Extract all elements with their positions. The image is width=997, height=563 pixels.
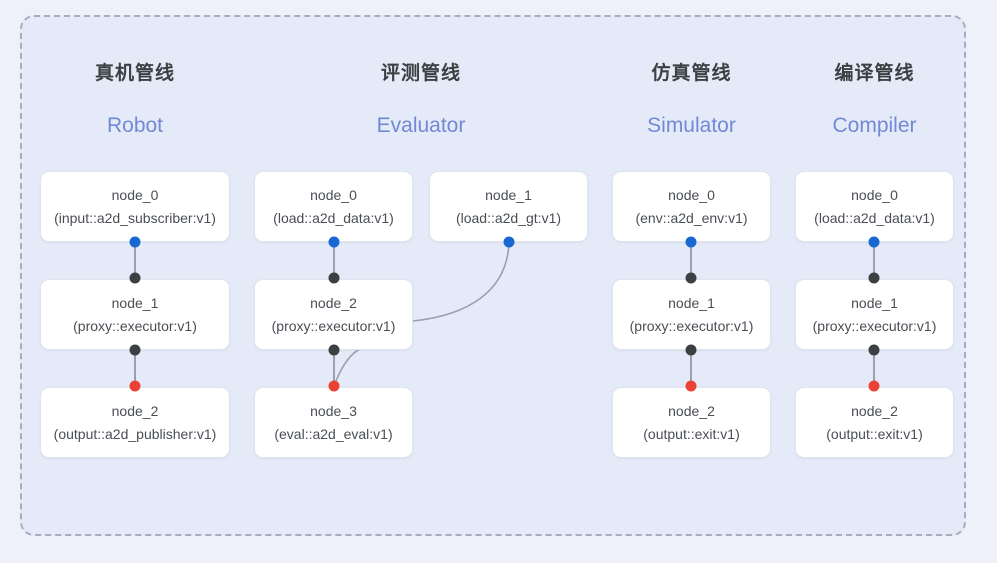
node-box-eval-node-3[interactable]: node_3 (eval::a2d_eval:v1) <box>254 387 413 458</box>
node-box-eval-node-1[interactable]: node_1 (load::a2d_gt:v1) <box>429 171 588 242</box>
node-name: node_2 <box>851 403 898 419</box>
node-name: node_0 <box>310 187 357 203</box>
port-output-eval-node-1[interactable] <box>503 236 515 248</box>
port-output-sim-node-0[interactable] <box>685 236 697 248</box>
node-name: node_0 <box>111 187 159 203</box>
port-output-robot-node-0[interactable] <box>129 236 141 248</box>
node-kind: (output::a2d_publisher:v1) <box>53 426 217 442</box>
node-name: node_2 <box>668 403 715 419</box>
node-name: node_1 <box>668 295 715 311</box>
port-output-eval-node-0[interactable] <box>328 236 340 248</box>
edge-comp-1-to-2 <box>873 350 875 386</box>
node-name: node_2 <box>310 295 357 311</box>
node-name: node_2 <box>111 403 159 419</box>
node-kind: (load::a2d_data:v1) <box>814 210 935 226</box>
node-name: node_1 <box>851 295 898 311</box>
port-input-sim-node-2[interactable] <box>685 380 697 392</box>
node-kind: (output::exit:v1) <box>826 426 923 442</box>
node-kind: (input::a2d_subscriber:v1) <box>54 210 216 226</box>
port-input-sim-node-1[interactable] <box>685 272 697 284</box>
node-kind: (proxy::executor:v1) <box>73 318 197 334</box>
node-box-eval-node-2[interactable]: node_2 (proxy::executor:v1) <box>254 279 413 350</box>
node-kind: (load::a2d_gt:v1) <box>455 210 562 226</box>
node-name: node_1 <box>485 187 532 203</box>
node-box-sim-node-1[interactable]: node_1 (proxy::executor:v1) <box>612 279 771 350</box>
port-output-sim-node-1[interactable] <box>685 344 697 356</box>
node-kind: (eval::a2d_eval:v1) <box>274 426 393 442</box>
node-name: node_0 <box>851 187 898 203</box>
port-input-robot-node-1[interactable] <box>129 272 141 284</box>
port-output-robot-node-1[interactable] <box>129 344 141 356</box>
node-name: node_0 <box>668 187 715 203</box>
node-kind: (proxy::executor:v1) <box>271 318 396 334</box>
node-box-robot-node-0[interactable]: node_0 (input::a2d_subscriber:v1) <box>40 171 230 242</box>
port-input-eval-node-2[interactable] <box>328 272 340 284</box>
node-box-comp-node-2[interactable]: node_2 (output::exit:v1) <box>795 387 954 458</box>
port-input-eval-node-3[interactable] <box>328 380 340 392</box>
edge-sim-0-to-1 <box>690 242 692 278</box>
edge-robot-0-to-1 <box>134 242 136 278</box>
node-box-robot-node-1[interactable]: node_1 (proxy::executor:v1) <box>40 279 230 350</box>
node-box-eval-node-0[interactable]: node_0 (load::a2d_data:v1) <box>254 171 413 242</box>
port-output-eval-node-2[interactable] <box>328 344 340 356</box>
node-kind: (proxy::executor:v1) <box>629 318 754 334</box>
node-box-comp-node-1[interactable]: node_1 (proxy::executor:v1) <box>795 279 954 350</box>
node-box-sim-node-0[interactable]: node_0 (env::a2d_env:v1) <box>612 171 771 242</box>
node-box-robot-node-2[interactable]: node_2 (output::a2d_publisher:v1) <box>40 387 230 458</box>
node-box-sim-node-2[interactable]: node_2 (output::exit:v1) <box>612 387 771 458</box>
node-name: node_3 <box>310 403 357 419</box>
node-kind: (output::exit:v1) <box>643 426 740 442</box>
edge-sim-1-to-2 <box>690 350 692 386</box>
port-input-robot-node-2[interactable] <box>129 380 141 392</box>
port-output-comp-node-0[interactable] <box>868 236 880 248</box>
port-input-comp-node-2[interactable] <box>868 380 880 392</box>
node-kind: (load::a2d_data:v1) <box>273 210 394 226</box>
port-output-comp-node-1[interactable] <box>868 344 880 356</box>
node-kind: (proxy::executor:v1) <box>812 318 937 334</box>
edge-eval-0-to-2 <box>333 242 335 278</box>
node-box-comp-node-0[interactable]: node_0 (load::a2d_data:v1) <box>795 171 954 242</box>
edge-robot-1-to-2 <box>134 350 136 386</box>
port-input-comp-node-1[interactable] <box>868 272 880 284</box>
edge-comp-0-to-1 <box>873 242 875 278</box>
node-name: node_1 <box>111 295 159 311</box>
node-kind: (env::a2d_env:v1) <box>635 210 748 226</box>
